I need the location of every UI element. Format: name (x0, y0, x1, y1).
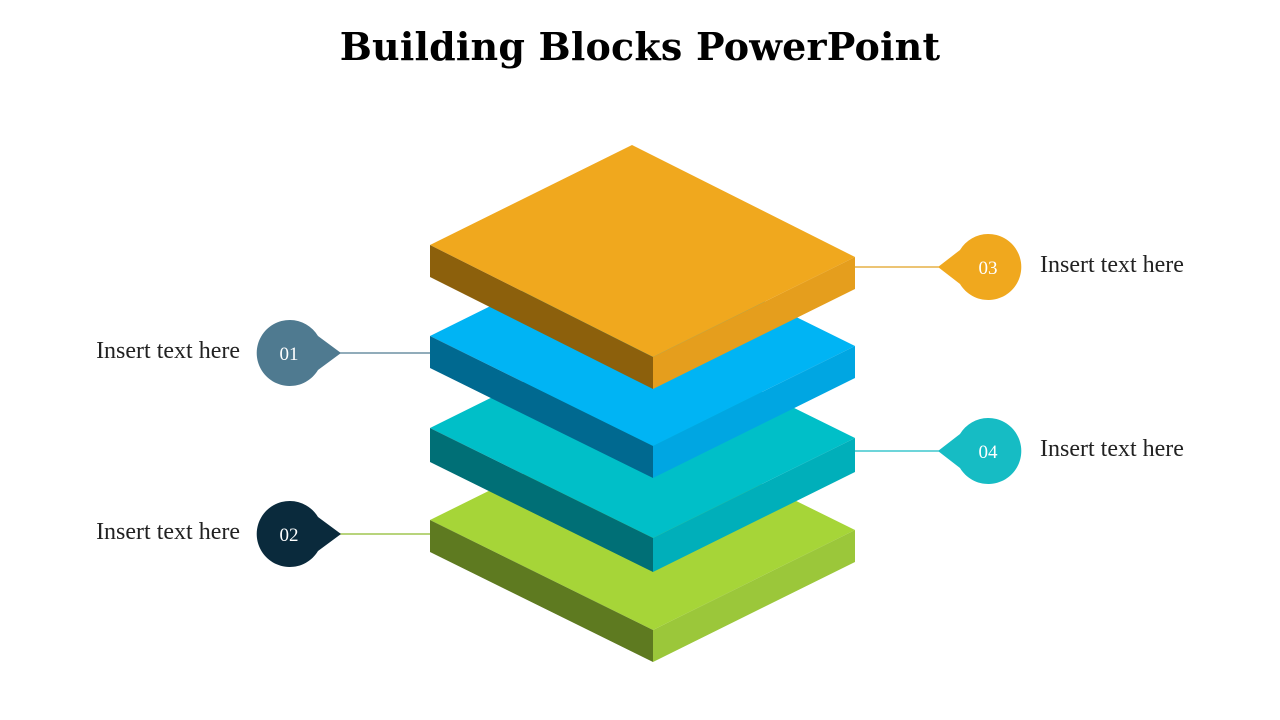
marker-04: 04 (938, 417, 1022, 484)
marker-02: 02 (256, 500, 341, 567)
item-01-text: Insert text here (96, 338, 240, 364)
item-03-text: Insert text here (1040, 252, 1184, 278)
marker-03: 03 (938, 233, 1022, 300)
item-04-text: Insert text here (1040, 436, 1184, 462)
marker-01-number: 01 (280, 344, 299, 365)
slide-title: Building Blocks PowerPoint (339, 24, 941, 69)
marker-01: 01 (256, 319, 341, 386)
marker-02-number: 02 (280, 525, 299, 546)
marker-04-number: 04 (979, 442, 999, 463)
item-02-text: Insert text here (96, 519, 240, 545)
block-orange (430, 145, 855, 389)
marker-03-number: 03 (979, 258, 998, 279)
